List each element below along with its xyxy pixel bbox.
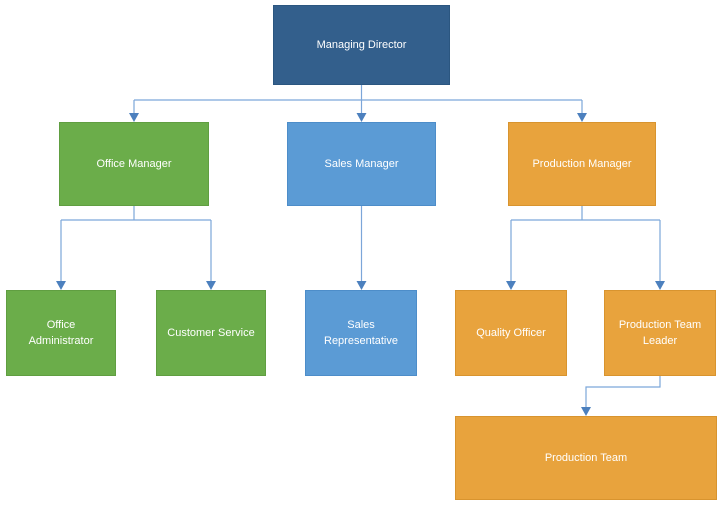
- node-label: Managing Director: [316, 38, 407, 51]
- node-label: Office Administrator: [28, 318, 94, 348]
- node-customer-service[interactable]: Customer Service: [156, 290, 266, 376]
- node-label: Customer Service: [167, 326, 255, 339]
- node-production-manager[interactable]: Production Manager: [508, 122, 656, 206]
- node-quality-officer[interactable]: Quality Officer: [455, 290, 567, 376]
- node-sales-manager[interactable]: Sales Manager: [287, 122, 436, 206]
- node-sales-representative[interactable]: Sales Representative: [305, 290, 417, 376]
- node-production-team-leader[interactable]: Production Team Leader: [604, 290, 716, 376]
- node-production-team[interactable]: Production Team: [455, 416, 717, 500]
- node-office-administrator[interactable]: Office Administrator: [6, 290, 116, 376]
- node-label: Production Team: [544, 451, 628, 464]
- node-office-manager[interactable]: Office Manager: [59, 122, 209, 206]
- connector-arrowheads: [56, 113, 665, 416]
- node-label: Office Manager: [96, 157, 172, 170]
- node-label: Quality Officer: [476, 326, 546, 339]
- node-label: Sales Representative: [324, 318, 398, 348]
- node-label: Production Team Leader: [618, 318, 702, 348]
- connector-line-group: [60, 85, 661, 407]
- node-managing-director[interactable]: Managing Director: [273, 5, 450, 85]
- node-label: Production Manager: [532, 157, 632, 170]
- node-label: Sales Manager: [324, 157, 399, 170]
